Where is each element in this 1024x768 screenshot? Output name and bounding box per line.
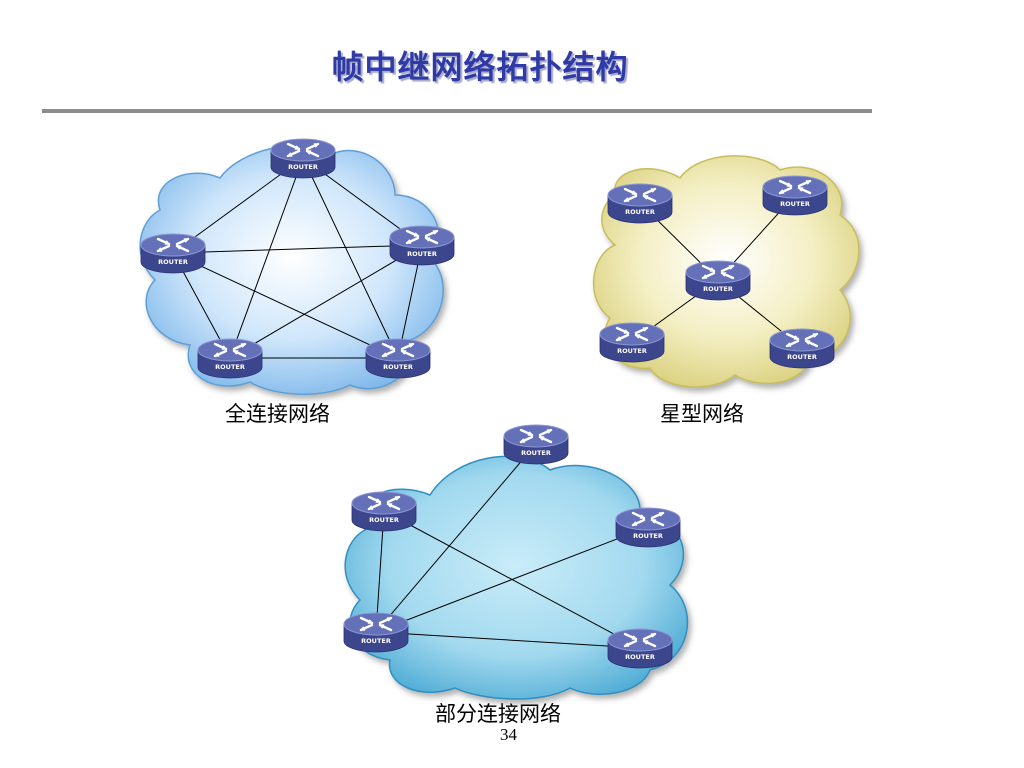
router-icon: ROUTER: [599, 322, 665, 363]
router-icon: ROUTER: [503, 424, 569, 465]
router-label: ROUTER: [633, 532, 663, 540]
router-label: ROUTER: [703, 285, 733, 293]
link-r1-r4: [229, 157, 304, 359]
router-icon: ROUTER: [365, 338, 431, 379]
caption-full-mesh: 全连接网络: [225, 402, 330, 426]
router-label: ROUTER: [369, 516, 399, 524]
slide-title: 帧中继网络拓扑结构: [331, 48, 629, 86]
link-p3-p4: [375, 526, 649, 633]
router-icon: ROUTER: [270, 138, 336, 179]
link-p4-p5: [375, 631, 641, 649]
link-r1-r5: [302, 157, 399, 359]
router-icon: ROUTER: [351, 491, 417, 532]
link-r3-r4: [229, 244, 423, 359]
router-icon: ROUTER: [343, 612, 409, 653]
router-icon: ROUTER: [769, 328, 835, 369]
link-r2-r3: [172, 244, 423, 254]
router-icon: ROUTER: [607, 183, 673, 224]
router-label: ROUTER: [625, 653, 655, 661]
router-icon: ROUTER: [685, 260, 751, 301]
router-label: ROUTER: [158, 258, 188, 266]
router-label: ROUTER: [407, 250, 437, 258]
link-r2-r5: [172, 252, 399, 359]
link-p1-p4: [375, 443, 537, 633]
router-label: ROUTER: [617, 347, 647, 355]
router-icon: ROUTER: [615, 507, 681, 548]
title-divider: [42, 109, 872, 113]
router-icon: ROUTER: [140, 233, 206, 274]
routers: ROUTER ROUTER ROUTER ROUTER ROUTER ROUTER ROUT…: [140, 138, 835, 669]
router-icon: ROUTER: [389, 225, 455, 266]
router-label: ROUTER: [215, 363, 245, 371]
router-label: ROUTER: [521, 449, 551, 457]
router-label: ROUTER: [780, 200, 810, 208]
router-label: ROUTER: [625, 208, 655, 216]
page-number: 34: [500, 725, 517, 744]
router-label: ROUTER: [383, 363, 413, 371]
caption-partial-mesh: 部分连接网络: [435, 702, 561, 726]
router-icon: ROUTER: [607, 628, 673, 669]
caption-star: 星型网络: [660, 402, 744, 426]
router-icon: ROUTER: [197, 338, 263, 379]
router-label: ROUTER: [787, 353, 817, 361]
router-label: ROUTER: [288, 163, 318, 171]
router-icon: ROUTER: [762, 175, 828, 216]
router-label: ROUTER: [361, 637, 391, 645]
